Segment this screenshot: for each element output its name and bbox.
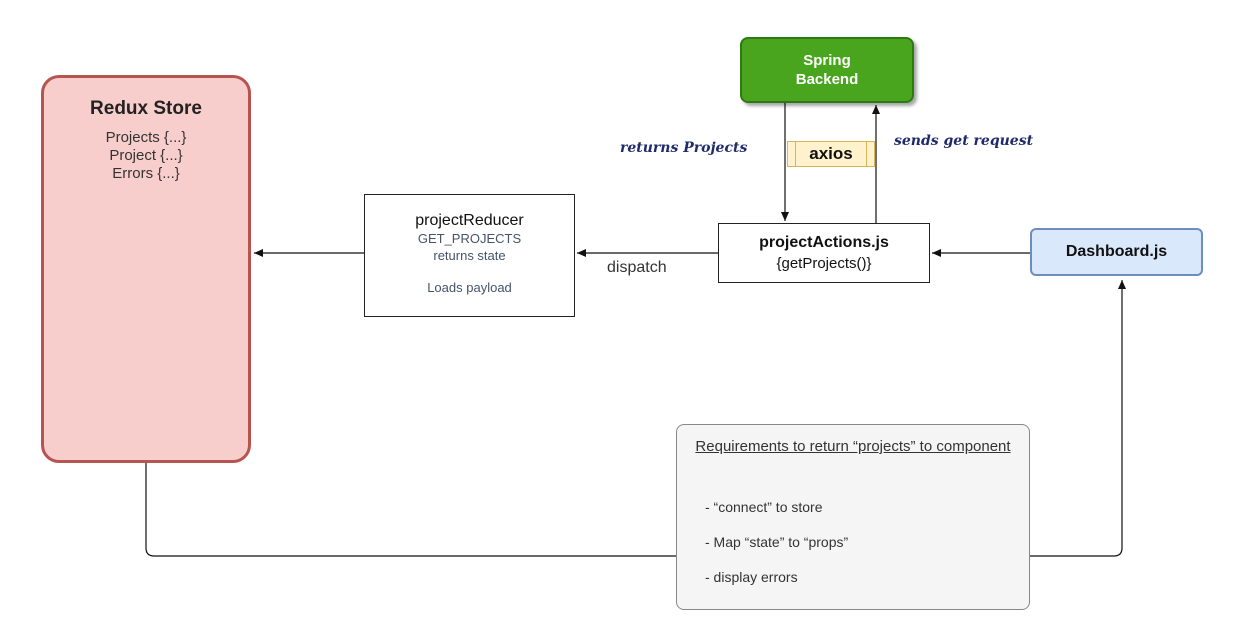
redux-store-title: Redux Store <box>90 98 202 119</box>
project-reducer-loads-payload: Loads payload <box>427 280 512 295</box>
dispatch-label: dispatch <box>607 259 667 276</box>
dashboard-label: Dashboard.js <box>1065 243 1168 260</box>
project-reducer-returns-state: returns state <box>433 248 506 263</box>
project-actions-subtitle: {getProjects()} <box>776 255 872 272</box>
project-actions-node[interactable]: projectActions.js {getProjects()} <box>718 223 930 283</box>
requirements-note[interactable]: Requirements to return “projects” to com… <box>676 424 1030 610</box>
project-reducer-action-type: GET_PROJECTS <box>417 231 522 246</box>
requirement-item-map-state: - Map “state” to “props” <box>705 534 849 550</box>
project-actions-title: projectActions.js <box>759 234 889 251</box>
axios-node[interactable]: axios <box>787 141 875 167</box>
requirement-item-errors: - display errors <box>705 569 798 585</box>
spring-backend-node[interactable]: Spring Backend <box>740 37 914 103</box>
project-reducer-title: projectReducer <box>415 212 524 229</box>
spring-backend-line2: Backend <box>795 71 859 88</box>
spring-backend-line1: Spring <box>803 52 851 69</box>
axios-label: axios <box>809 144 853 163</box>
project-reducer-node[interactable]: projectReducer GET_PROJECTS returns stat… <box>364 194 575 317</box>
redux-store-node[interactable]: Redux Store Projects {...} Project {...}… <box>41 75 251 463</box>
returns-projects-label: returns Projects <box>620 140 748 156</box>
dashboard-node[interactable]: Dashboard.js <box>1030 228 1203 276</box>
edge-store-to-dashboard <box>145 280 1122 557</box>
redux-store-project: Project {...} <box>109 147 183 164</box>
redux-store-projects: Projects {...} <box>105 129 187 146</box>
requirement-item-connect: - “connect” to store <box>705 499 823 515</box>
requirements-heading: Requirements to return “projects” to com… <box>695 438 1011 455</box>
sends-get-request-label: sends get request <box>894 133 1034 149</box>
redux-store-errors: Errors {...} <box>112 165 180 182</box>
